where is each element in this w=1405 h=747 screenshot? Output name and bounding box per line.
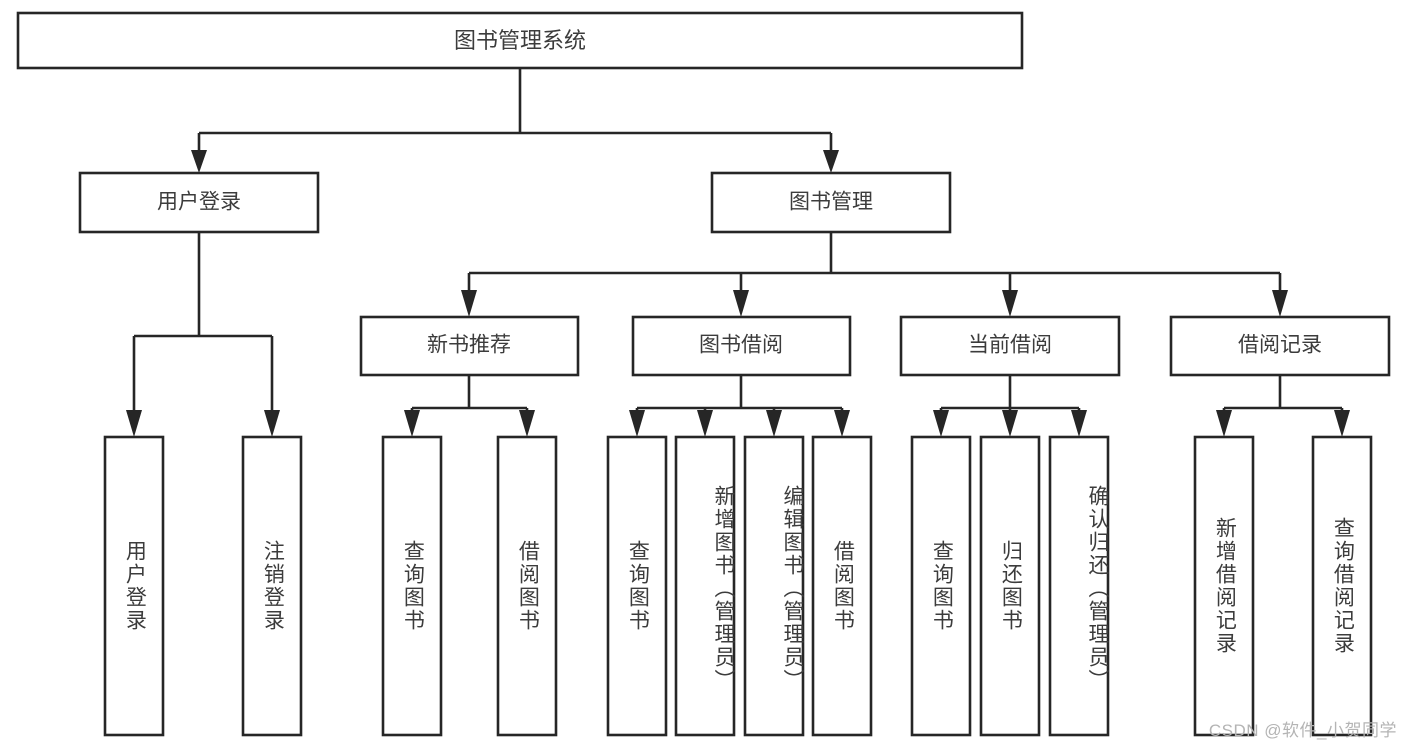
node-book-borrow-label: 图书借阅 bbox=[699, 334, 783, 357]
arrow-leaf-cur-query bbox=[933, 410, 949, 437]
node-book-management[interactable]: 图书管理 bbox=[710, 171, 952, 234]
leaf-box-rec-add[interactable] bbox=[1193, 435, 1255, 737]
arrow-to-book-mgmt bbox=[823, 150, 839, 173]
node-current-borrow[interactable]: 当前借阅 bbox=[899, 315, 1121, 377]
leaf-box-logout[interactable] bbox=[241, 435, 303, 737]
arrow-leaf-logout bbox=[264, 410, 280, 437]
arrow-to-current-borrow bbox=[1002, 290, 1018, 317]
arrow-to-book-borrow bbox=[733, 290, 749, 317]
leaf-box-cur-return[interactable] bbox=[979, 435, 1041, 737]
arrow-leaf-cur-confirm bbox=[1071, 410, 1087, 437]
arrow-leaf-rec-borrow bbox=[519, 410, 535, 437]
arrow-leaf-rec-query bbox=[404, 410, 420, 437]
connectors-book-mgmt-to-level2 bbox=[461, 232, 1288, 317]
node-user-login-box[interactable] bbox=[78, 171, 320, 234]
arrow-leaf-rec-add bbox=[1216, 410, 1232, 437]
leaf-box-cur-query[interactable] bbox=[910, 435, 972, 737]
arrow-leaf-cur-return bbox=[1002, 410, 1018, 437]
node-current-borrow-label: 当前借阅 bbox=[968, 334, 1052, 357]
leaf-box-rec-query2[interactable] bbox=[1311, 435, 1373, 737]
leaf-box-user-login[interactable] bbox=[103, 435, 165, 737]
arrow-leaf-borrow-add bbox=[697, 410, 713, 437]
connectors-current-borrow-to-leaves bbox=[933, 375, 1087, 437]
connectors-borrow-record-to-leaves bbox=[1216, 375, 1350, 437]
node-book-management-label: 图书管理 bbox=[789, 191, 873, 214]
leaf-box-borrow-add[interactable] bbox=[674, 435, 736, 737]
arrow-leaf-rec-query2 bbox=[1334, 410, 1350, 437]
connectors-new-book-rec-to-leaves bbox=[404, 375, 535, 437]
watermark-text: CSDN @软件_小贺同学 bbox=[1208, 721, 1397, 740]
node-new-book-recommend-label: 新书推荐 bbox=[427, 334, 511, 357]
node-root-title[interactable]: 图书管理系统 bbox=[16, 11, 1024, 70]
leaf-box-rec-borrow[interactable] bbox=[496, 435, 558, 737]
node-book-borrow-box[interactable] bbox=[631, 315, 852, 377]
node-current-borrow-box[interactable] bbox=[899, 315, 1121, 377]
connectors-book-borrow-to-leaves bbox=[629, 375, 850, 437]
node-user-login-label: 用户登录 bbox=[157, 191, 241, 214]
node-user-login[interactable]: 用户登录 bbox=[78, 171, 320, 234]
leaf-box-borrow-query[interactable] bbox=[606, 435, 668, 737]
node-root-label: 图书管理系统 bbox=[454, 28, 586, 53]
node-book-management-box[interactable] bbox=[710, 171, 952, 234]
connectors-user-login-to-leaves bbox=[126, 232, 280, 437]
node-borrow-record[interactable]: 借阅记录 bbox=[1169, 315, 1391, 377]
leaf-box-rec-query[interactable] bbox=[381, 435, 443, 737]
leaf-box-borrow-edit[interactable] bbox=[743, 435, 805, 737]
leaf-box-cur-confirm[interactable] bbox=[1048, 435, 1110, 737]
node-borrow-record-label: 借阅记录 bbox=[1238, 334, 1322, 357]
node-new-book-recommend-box[interactable] bbox=[359, 315, 580, 377]
node-root-box[interactable] bbox=[16, 11, 1024, 70]
arrow-to-borrow-record bbox=[1272, 290, 1288, 317]
arrow-leaf-borrow-query bbox=[629, 410, 645, 437]
arrow-leaf-borrow-lend bbox=[834, 410, 850, 437]
node-borrow-record-box[interactable] bbox=[1169, 315, 1391, 377]
node-new-book-recommend[interactable]: 新书推荐 bbox=[359, 315, 580, 377]
connectors-root-to-level1 bbox=[191, 68, 839, 173]
leaf-box-borrow-lend[interactable] bbox=[811, 435, 873, 737]
arrow-to-new-book-rec bbox=[461, 290, 477, 317]
node-book-borrow[interactable]: 图书借阅 bbox=[631, 315, 852, 377]
arrow-to-user-login bbox=[191, 150, 207, 173]
arrow-leaf-borrow-edit bbox=[766, 410, 782, 437]
arrow-leaf-user-login bbox=[126, 410, 142, 437]
